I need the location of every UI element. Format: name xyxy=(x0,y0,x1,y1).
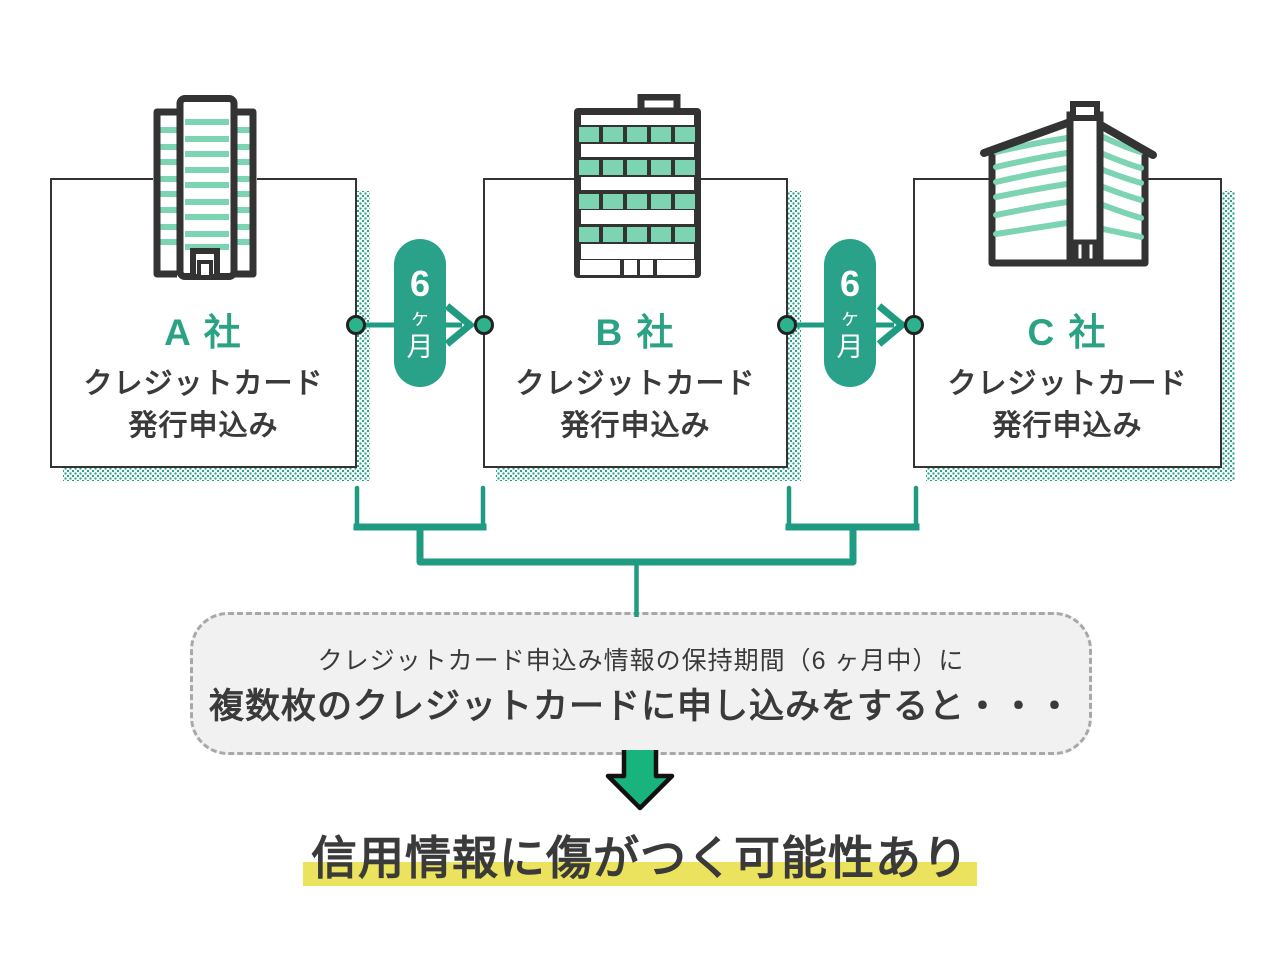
company-b-name: B 社 xyxy=(595,312,676,353)
note-box: クレジットカード申込み情報の保持期間（6 ヶ月中）に 複数枚のクレジットカードに… xyxy=(190,612,1092,755)
note-line1: クレジットカード申込み情報の保持期間（6 ヶ月中）に xyxy=(317,646,965,675)
card-b-line2: 発行申込み xyxy=(560,410,711,442)
badge-2-month: 月 xyxy=(836,332,864,362)
card-a-line1: クレジットカード xyxy=(83,368,324,400)
company-a-card: A 社 クレジットカード 発行申込み xyxy=(50,95,370,481)
card-b-text: クレジットカード 発行申込み xyxy=(485,363,786,447)
card-c-line2: 発行申込み xyxy=(992,410,1143,442)
card-a-panel: A 社 クレジットカード 発行申込み xyxy=(50,95,357,468)
card-c-panel: C 社 クレジットカード 発行申込み xyxy=(913,101,1222,468)
modern-building-icon xyxy=(980,101,1157,267)
badge-1-month: 月 xyxy=(406,332,434,362)
arrowhead-icon xyxy=(876,303,908,347)
card-c-line1: クレジットカード xyxy=(947,368,1188,400)
company-c-card: C 社 クレジットカード 発行申込み xyxy=(913,101,1235,481)
tower-building-icon xyxy=(153,95,257,280)
badge-2-counter: ヶ xyxy=(840,307,860,329)
conclusion-text: 信用情報に傷がつく可能性あり xyxy=(303,829,977,887)
arrowhead-icon xyxy=(444,303,476,347)
card-b-line1: クレジットカード xyxy=(515,368,756,400)
note-line2: 複数枚のクレジットカードに申し込みをすると・・・ xyxy=(208,686,1073,726)
company-c-name: C 社 xyxy=(1027,312,1108,353)
badge-2-number: 6 xyxy=(839,263,861,304)
gather-brackets xyxy=(353,485,920,617)
badge-1-number: 6 xyxy=(409,263,431,304)
office-building-icon xyxy=(574,94,701,278)
company-a-name: A 社 xyxy=(164,312,243,353)
conclusion-banner: 信用情報に傷がつく可能性あり xyxy=(0,829,1280,887)
badge-1-counter: ヶ xyxy=(410,307,430,329)
six-months-badge-2: 6 ヶ 月 xyxy=(824,239,876,387)
down-arrow-icon xyxy=(605,750,675,811)
card-c-text: クレジットカード 発行申込み xyxy=(915,363,1220,447)
card-a-line2: 発行申込み xyxy=(128,410,279,442)
six-months-badge-1: 6 ヶ 月 xyxy=(394,239,446,387)
company-b-card: B 社 クレジットカード 発行申込み xyxy=(483,94,801,481)
card-a-text: クレジットカード 発行申込み xyxy=(52,363,355,447)
card-b-panel: B 社 クレジットカード 発行申込み xyxy=(483,94,788,468)
